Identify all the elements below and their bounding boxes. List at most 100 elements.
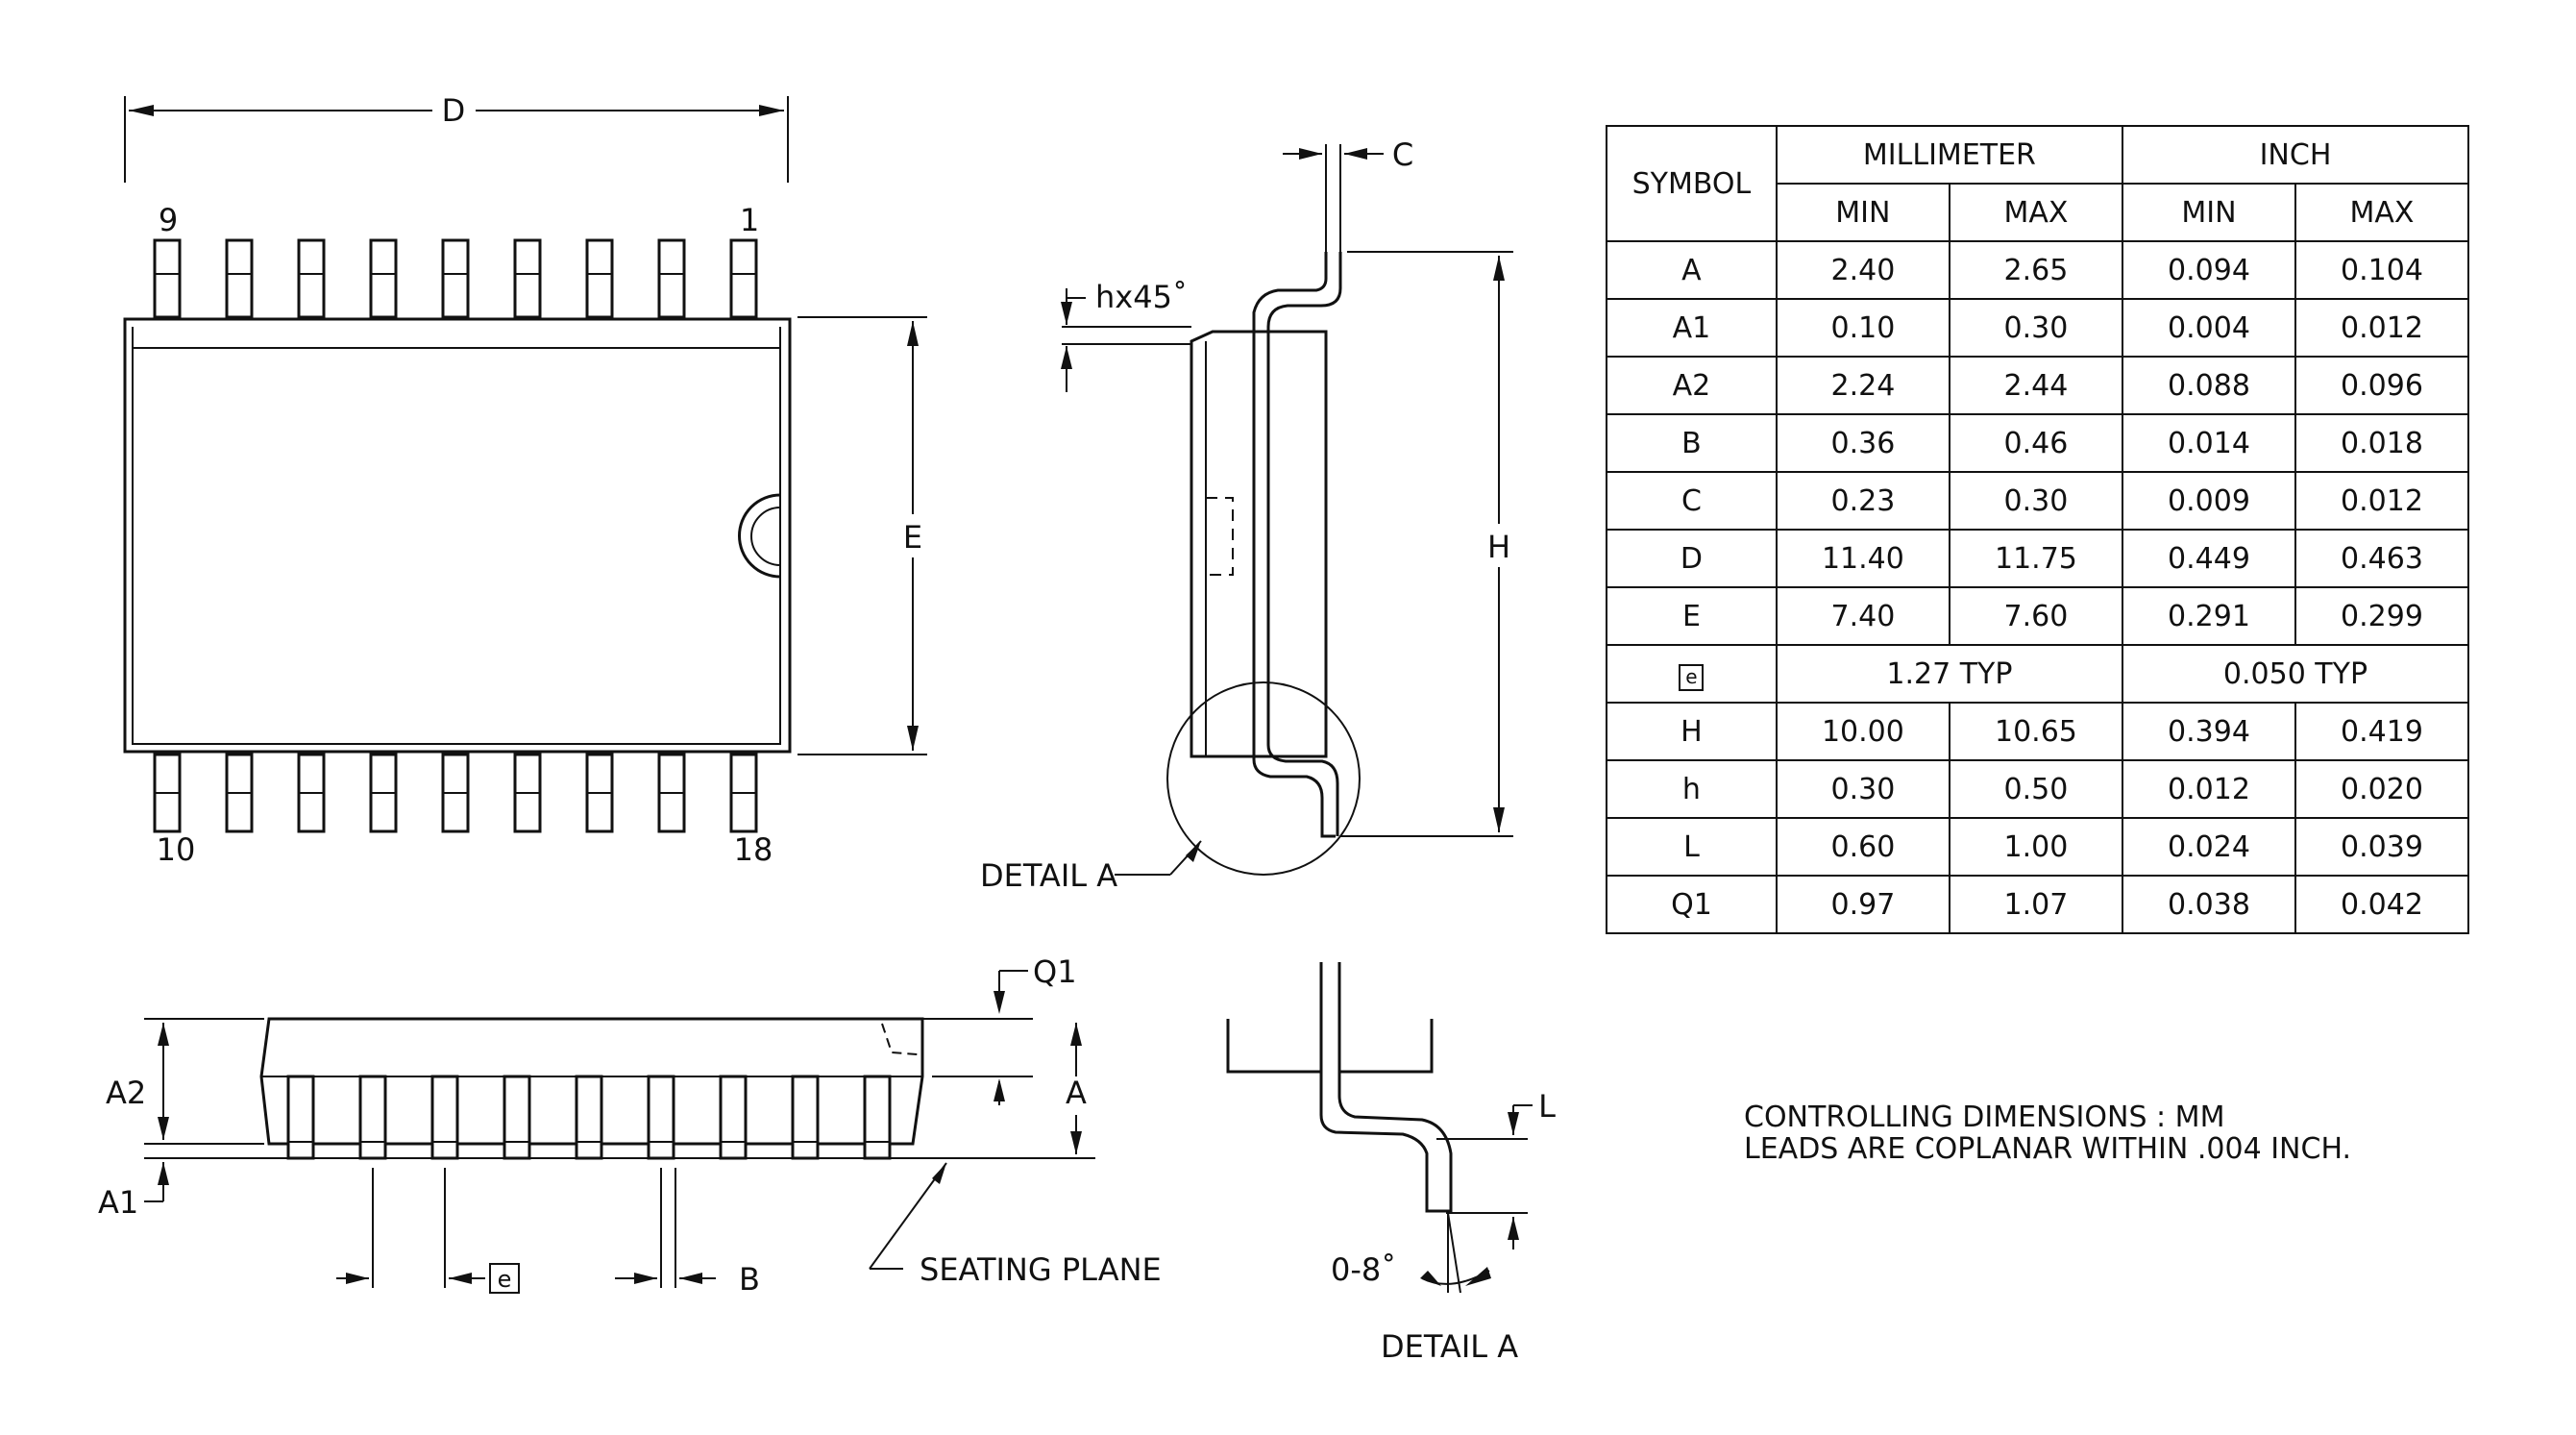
bottom-pins [153, 753, 758, 833]
cell-mm-min: 0.36 [1775, 413, 1950, 473]
cell-symbol: A [1606, 240, 1778, 300]
cell-in-max: 0.020 [2294, 759, 2470, 819]
cell-mm-min: 2.24 [1775, 356, 1950, 415]
cell-mm-max: 10.65 [1948, 702, 2123, 761]
top-view: D 9 1 10 18 [123, 92, 927, 868]
cell-mm-max: 0.30 [1948, 471, 2123, 531]
mm-min-header: MIN [1775, 183, 1950, 242]
cell-mm-min: 11.40 [1775, 529, 1950, 588]
cell-mm-min: 0.60 [1775, 817, 1950, 877]
cell-mm-min: 2.40 [1775, 240, 1950, 300]
dim-label-e: E [903, 519, 922, 556]
cell-in-min: 0.094 [2121, 240, 2296, 300]
cell-symbol: Q1 [1606, 875, 1778, 934]
cell-mm-max: 11.75 [1948, 529, 2123, 588]
table-row: Q1 0.97 1.07 0.038 0.042 [1606, 875, 2470, 934]
cell-symbol: A1 [1606, 298, 1778, 358]
cell-symbol: e [1606, 644, 1778, 704]
inch-max-header: MAX [2294, 183, 2470, 242]
cell-in-min: 0.088 [2121, 356, 2296, 415]
cell-in-max: 0.012 [2294, 298, 2470, 358]
detail-a-caption: DETAIL A [1381, 1328, 1518, 1365]
dim-label-e-pitch: e [498, 1266, 512, 1293]
cell-in-max: 0.299 [2294, 586, 2470, 646]
table-row: H 10.00 10.65 0.394 0.419 [1606, 702, 2470, 761]
cell-in-max: 0.419 [2294, 702, 2470, 761]
note-coplanarity: LEADS ARE COPLANAR WITHIN .004 INCH. [1744, 1132, 2351, 1166]
front-view: Q1 A2 [98, 953, 1162, 1298]
table-row-typ: e 1.27 TYP 0.050 TYP [1606, 644, 2470, 704]
cell-in-max: 0.012 [2294, 471, 2470, 531]
dim-label-a1: A1 [98, 1184, 138, 1221]
cell-mm-max: 1.00 [1948, 817, 2123, 877]
seating-plane-label: SEATING PLANE [920, 1251, 1162, 1288]
cell-mm-max: 0.30 [1948, 298, 2123, 358]
front-pins [286, 1075, 892, 1160]
cell-in-min: 0.038 [2121, 875, 2296, 934]
pin-9-label: 9 [159, 202, 178, 238]
inch-header: INCH [2121, 125, 2470, 185]
cell-mm-max: 0.50 [1948, 759, 2123, 819]
table-row: C 0.23 0.30 0.009 0.012 [1606, 471, 2470, 531]
detail-a-view: L 0-8˚ DETAIL A [1226, 962, 1556, 1365]
table-row: E 7.40 7.60 0.291 0.299 [1606, 586, 2470, 646]
table-row: A 2.40 2.65 0.094 0.104 [1606, 240, 2470, 300]
dim-label-c: C [1392, 136, 1413, 173]
inch-min-header: MIN [2121, 183, 2296, 242]
cell-in-min: 0.449 [2121, 529, 2296, 588]
detail-a-label: DETAIL A [980, 857, 1117, 894]
cell-mm-min: 0.97 [1775, 875, 1950, 934]
table-row: A2 2.24 2.44 0.088 0.096 [1606, 356, 2470, 415]
cell-mm-min: 7.40 [1775, 586, 1950, 646]
angle-label: 0-8˚ [1331, 1251, 1396, 1288]
cell-inch-typ: 0.050 TYP [2121, 644, 2470, 704]
cell-in-min: 0.004 [2121, 298, 2296, 358]
cell-in-max: 0.104 [2294, 240, 2470, 300]
cell-symbol: L [1606, 817, 1778, 877]
cell-mm-min: 10.00 [1775, 702, 1950, 761]
pin-1-label: 1 [740, 202, 759, 238]
dim-label-q1: Q1 [1033, 953, 1077, 990]
cell-in-max: 0.463 [2294, 529, 2470, 588]
cell-in-max: 0.042 [2294, 875, 2470, 934]
cell-symbol: h [1606, 759, 1778, 819]
boxed-symbol-e: e [1679, 663, 1705, 691]
cell-mm-max: 2.65 [1948, 240, 2123, 300]
table-row: A1 0.10 0.30 0.004 0.012 [1606, 298, 2470, 358]
cell-in-min: 0.291 [2121, 586, 2296, 646]
cell-symbol: B [1606, 413, 1778, 473]
mm-max-header: MAX [1948, 183, 2123, 242]
table-row: h 0.30 0.50 0.012 0.020 [1606, 759, 2470, 819]
table-row: L 0.60 1.00 0.024 0.039 [1606, 817, 2470, 877]
cell-in-max: 0.096 [2294, 356, 2470, 415]
cell-mm-min: 0.30 [1775, 759, 1950, 819]
cell-mm-min: 0.10 [1775, 298, 1950, 358]
dimensions-table: SYMBOL MILLIMETER INCH MIN MAX MIN MAX A… [1606, 125, 2470, 934]
cell-symbol: H [1606, 702, 1778, 761]
cell-symbol: C [1606, 471, 1778, 531]
pin-10-label: 10 [157, 831, 196, 868]
cell-mm-max: 1.07 [1948, 875, 2123, 934]
cell-mm-min: 0.23 [1775, 471, 1950, 531]
cell-symbol: D [1606, 529, 1778, 588]
symbol-header: SYMBOL [1606, 125, 1778, 242]
cell-mm-max: 7.60 [1948, 586, 2123, 646]
cell-in-min: 0.014 [2121, 413, 2296, 473]
cell-mm-typ: 1.27 TYP [1775, 644, 2123, 704]
side-view: C hx45˚ H DETAIL A [980, 136, 1513, 894]
dim-label-h45: hx45˚ [1095, 279, 1188, 315]
table-row: B 0.36 0.46 0.014 0.018 [1606, 413, 2470, 473]
top-pins [153, 238, 758, 319]
dim-label-d: D [442, 92, 466, 129]
dim-label-a2: A2 [106, 1075, 146, 1111]
cell-in-min: 0.012 [2121, 759, 2296, 819]
millimeter-header: MILLIMETER [1775, 125, 2123, 185]
cell-symbol: A2 [1606, 356, 1778, 415]
cell-in-min: 0.009 [2121, 471, 2296, 531]
dim-label-a: A [1066, 1075, 1087, 1111]
pin-18-label: 18 [734, 831, 773, 868]
dim-label-b: B [739, 1261, 760, 1298]
dim-label-h: H [1487, 529, 1510, 565]
cell-in-max: 0.039 [2294, 817, 2470, 877]
